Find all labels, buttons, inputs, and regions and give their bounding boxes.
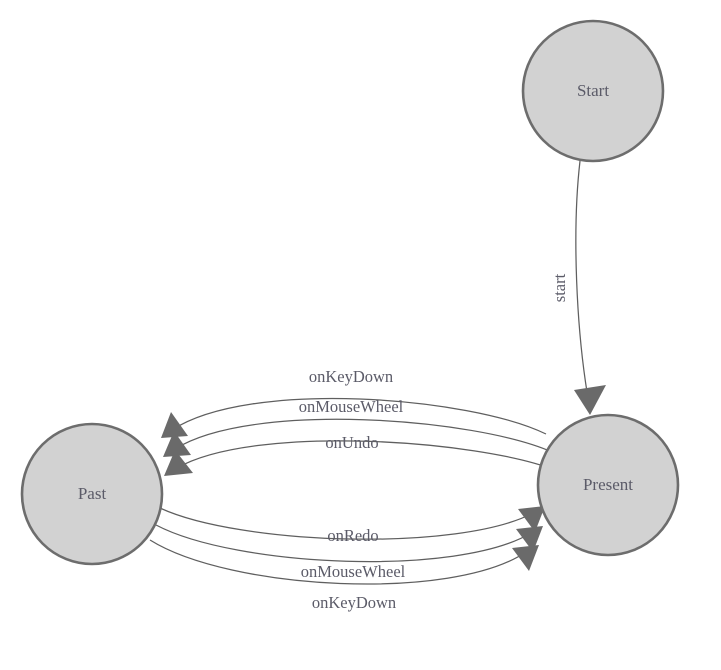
edge-onkeydown-to-present[interactable]	[149, 539, 539, 585]
edge-onundo-to-past-arrowhead	[164, 450, 193, 476]
edge-onmousewheel-to-present-path	[155, 524, 532, 563]
node-past-label: Past	[78, 484, 107, 503]
node-present-label: Present	[583, 475, 633, 494]
edge-onkeydown-to-past[interactable]	[161, 397, 547, 438]
node-start-label: Start	[577, 81, 609, 100]
edge-label-onkeydown-to-past: onKeyDown	[309, 367, 393, 386]
node-present[interactable]: Present	[536, 413, 680, 557]
node-start[interactable]: Start	[521, 19, 665, 163]
edge-label-onmousewheel-to-past: onMouseWheel	[299, 397, 404, 416]
edge-onmousewheel-to-past-path	[174, 418, 553, 453]
edge-onredo-to-present[interactable]	[159, 506, 545, 540]
node-present-circle	[536, 413, 680, 557]
edge-label-onmousewheel-to-present: onMouseWheel	[301, 562, 406, 581]
node-past[interactable]: Past	[20, 422, 164, 566]
edge-label-onredo: onRedo	[327, 526, 378, 545]
edge-label-onkeydown-to-present: onKeyDown	[312, 593, 396, 612]
edge-onkeydown-to-present-path	[149, 539, 527, 585]
edge-label-onundo: onUndo	[325, 433, 378, 452]
edge-onkeydown-to-present-arrowhead	[512, 545, 539, 571]
edge-onredo-to-present-path	[159, 507, 534, 540]
edge-onkeydown-to-past-arrowhead	[161, 412, 188, 438]
node-past-circle	[20, 422, 164, 566]
edge-onundo-to-past[interactable]	[164, 440, 556, 476]
node-start-circle	[521, 19, 665, 163]
edge-onredo-to-present-arrowhead	[518, 506, 545, 532]
edge-onmousewheel-to-present[interactable]	[155, 524, 543, 563]
edge-onundo-to-past-path	[176, 440, 556, 471]
edge-start-arrowhead	[574, 385, 606, 415]
edge-onkeydown-to-past-path	[171, 397, 547, 435]
edge-onmousewheel-to-past[interactable]	[163, 418, 553, 457]
edge-start[interactable]	[574, 160, 606, 415]
edge-onmousewheel-to-present-arrowhead	[516, 526, 543, 552]
edge-start-path	[575, 160, 590, 405]
edge-onmousewheel-to-past-arrowhead	[163, 431, 191, 457]
edge-label-start: start	[550, 273, 569, 302]
